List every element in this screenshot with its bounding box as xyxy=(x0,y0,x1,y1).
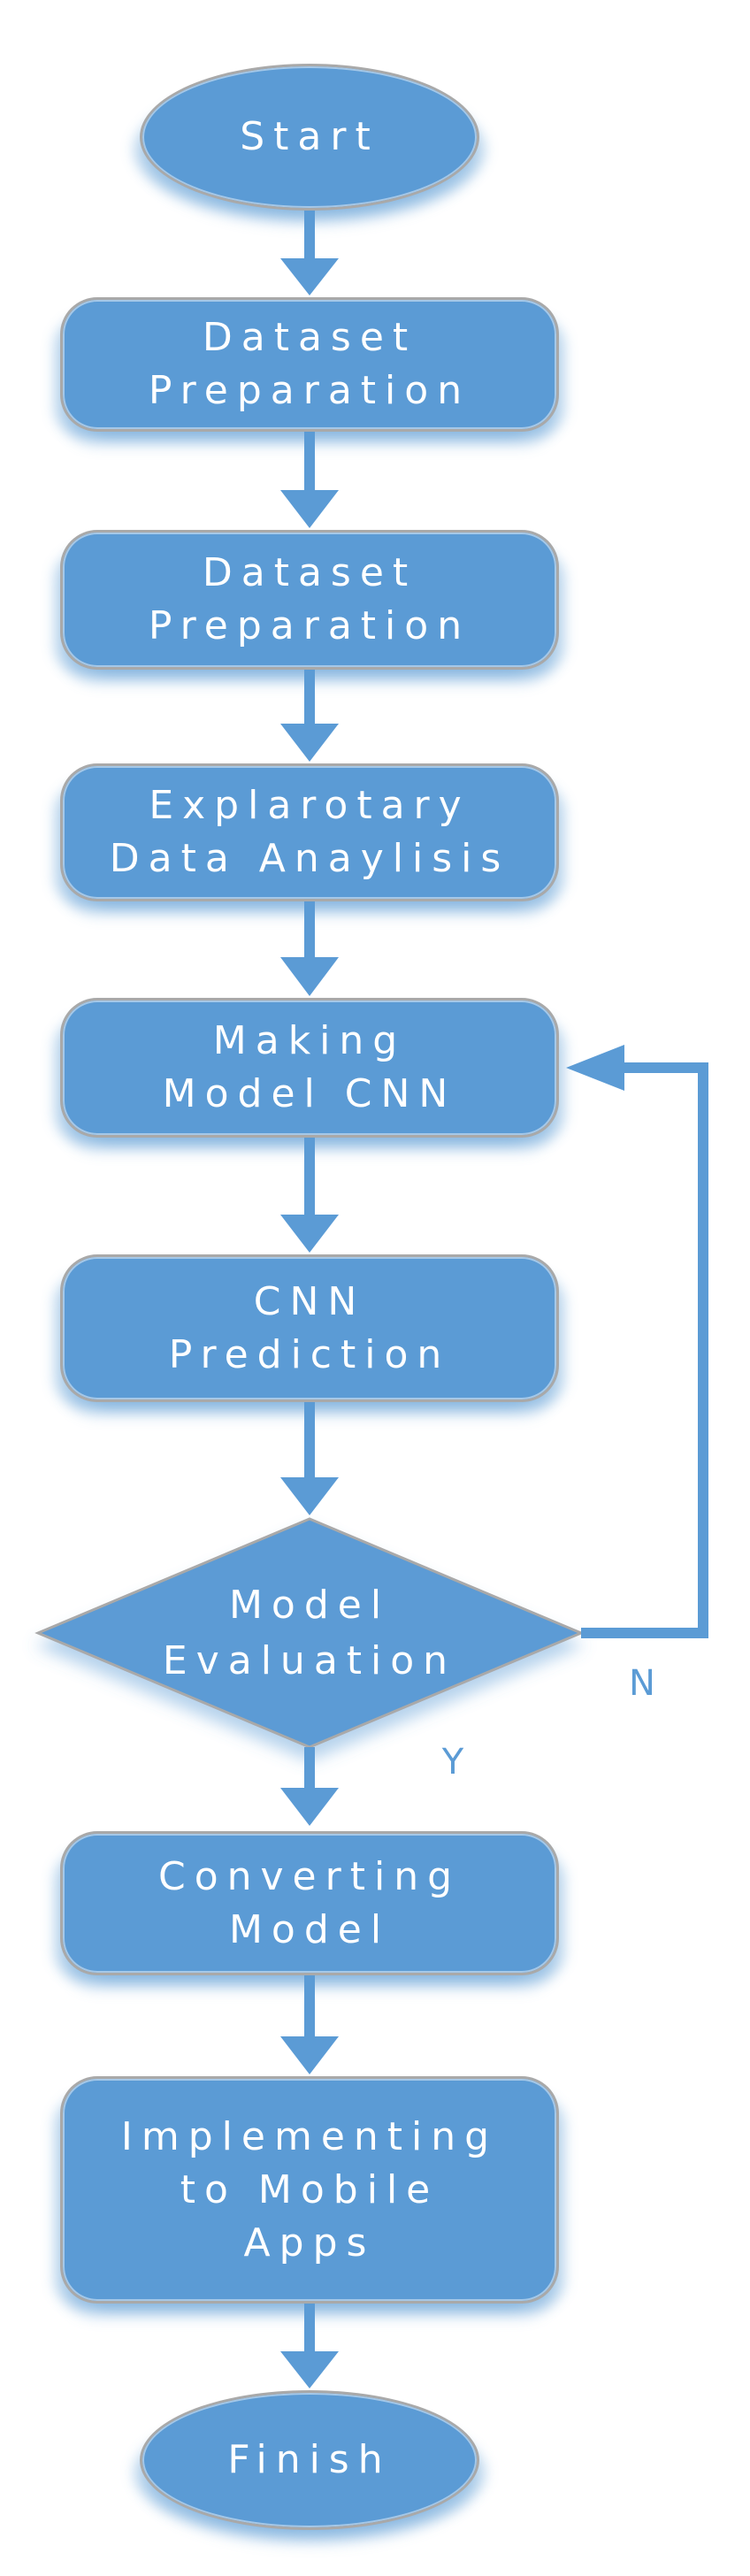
arrowhead-down-icon xyxy=(280,2351,339,2388)
node-implementing-to-mobile-apps: Implementing to Mobile Apps xyxy=(60,2076,559,2304)
node-converting-model: Converting Model xyxy=(60,1831,559,1975)
node-dataset-preparation-1-label: Dataset Preparation xyxy=(148,315,471,413)
branch-label-yes: Y xyxy=(441,1742,464,1782)
node-model-evaluation xyxy=(34,1517,585,1749)
arrowhead-down-icon xyxy=(280,724,339,762)
node-dataset-preparation-2-label: Dataset Preparation xyxy=(148,550,471,648)
node-making-model-cnn-label: Making Model CNN xyxy=(162,1018,457,1116)
arrowhead-down-icon xyxy=(280,2036,339,2074)
node-implementing-to-mobile-apps-label: Implementing to Mobile Apps xyxy=(120,2113,499,2266)
node-cnn-prediction: CNN Prediction xyxy=(60,1254,559,1402)
node-dataset-preparation-2: Dataset Preparation xyxy=(60,530,559,670)
node-exploratory-data-analysis: Explarotary Data Anaylisis xyxy=(60,763,559,901)
branch-label-no: N xyxy=(629,1663,655,1704)
node-making-model-cnn: Making Model CNN xyxy=(60,998,559,1138)
arrowhead-down-icon xyxy=(280,1788,339,1826)
node-cnn-prediction-label: CNN Prediction xyxy=(168,1278,451,1377)
arrowhead-down-icon xyxy=(280,957,339,996)
node-start: Start xyxy=(140,64,479,211)
arrowhead-down-icon xyxy=(280,1477,339,1515)
node-model-evaluation-label: Model Evaluation xyxy=(162,1583,457,1683)
node-converting-model-label: Converting Model xyxy=(157,1853,462,1952)
node-dataset-preparation-1: Dataset Preparation xyxy=(60,297,559,432)
connector-model-evaluation-no-to-making-model-cnn xyxy=(581,1062,708,1638)
node-exploratory-data-analysis-label: Explarotary Data Anaylisis xyxy=(109,783,510,881)
arrowhead-down-icon xyxy=(280,258,339,295)
arrowhead-left-icon xyxy=(566,1045,624,1091)
arrowhead-down-icon xyxy=(280,490,339,528)
node-finish: Finish xyxy=(140,2390,479,2530)
node-finish-label: Finish xyxy=(227,2437,392,2482)
node-model-evaluation-label-box: Model Evaluation xyxy=(38,1519,581,1747)
node-start-label: Start xyxy=(240,114,379,159)
arrowhead-down-icon xyxy=(280,1215,339,1253)
